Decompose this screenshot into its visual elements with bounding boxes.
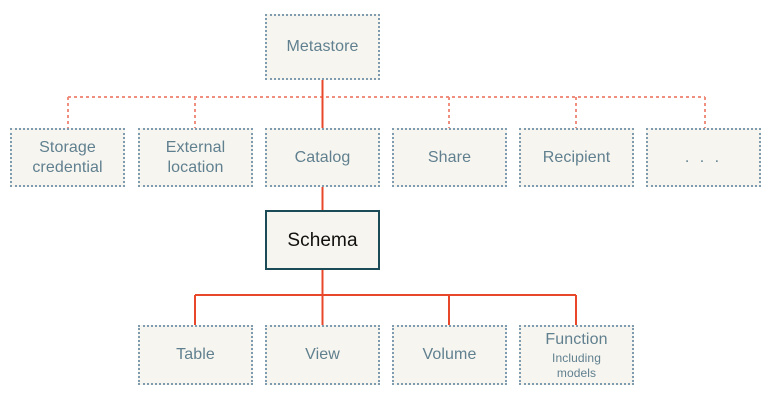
node-volume[interactable]: Volume [392, 325, 507, 385]
node-share-label: Share [427, 148, 472, 166]
node-share[interactable]: Share [392, 128, 507, 187]
node-storage-credential-label: Storage credential [32, 138, 103, 176]
node-metastore-label: Metastore [286, 38, 359, 55]
node-function-label: Function [545, 330, 608, 348]
node-table-label: Table [176, 346, 215, 363]
node-recipient-label: Recipient [542, 148, 611, 166]
node-more-label: . . . [684, 148, 723, 166]
node-external-location[interactable]: External location [138, 128, 253, 187]
node-schema[interactable]: Schema [265, 210, 380, 270]
node-function[interactable]: Function Including models [519, 325, 634, 385]
node-external-location-label: External location [165, 138, 226, 176]
node-table[interactable]: Table [138, 325, 253, 385]
node-schema-label: Schema [287, 229, 358, 251]
node-recipient[interactable]: Recipient [519, 128, 634, 187]
node-catalog-label: Catalog [294, 148, 351, 166]
node-view-label: View [305, 346, 340, 363]
node-catalog[interactable]: Catalog [265, 128, 380, 187]
node-storage-credential[interactable]: Storage credential [10, 128, 125, 187]
node-metastore[interactable]: Metastore [265, 14, 380, 80]
node-view[interactable]: View [265, 325, 380, 385]
node-volume-label: Volume [422, 346, 477, 363]
node-function-sublabel: Including models [552, 350, 601, 380]
node-more[interactable]: . . . [646, 128, 761, 187]
